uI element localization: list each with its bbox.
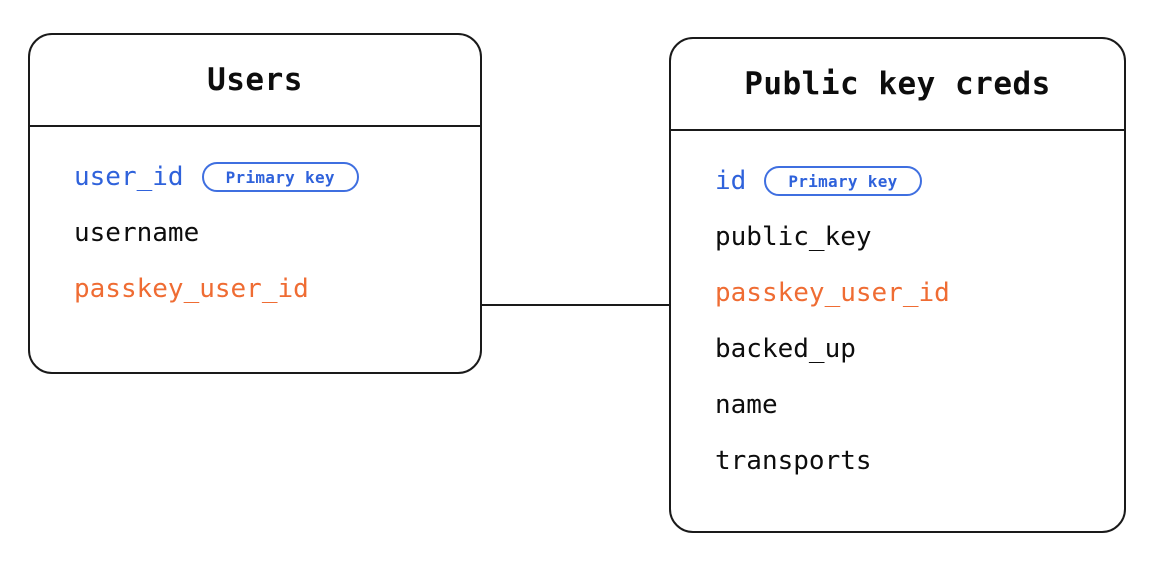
field-name-backed-up: backed_up	[715, 334, 856, 364]
field-name-user-id: user_id	[74, 162, 184, 192]
field-row-public-key[interactable]: public_key	[671, 209, 1124, 265]
entity-public-key-creds-title: Public key creds	[744, 66, 1051, 102]
field-row-user-id[interactable]: user_id Primary key	[30, 149, 480, 205]
field-row-username[interactable]: username	[30, 205, 480, 261]
field-name-passkey-user-id: passkey_user_id	[715, 278, 950, 308]
relationship-connector-line	[479, 304, 671, 306]
primary-key-badge-users: Primary key	[201, 162, 359, 192]
field-row-passkey-user-id[interactable]: passkey_user_id	[30, 261, 480, 317]
field-name-username: username	[74, 218, 200, 248]
entity-users-header: Users	[30, 35, 480, 127]
field-name-id: id	[715, 166, 747, 196]
entity-public-key-creds[interactable]: Public key creds id Primary key public_k…	[669, 37, 1126, 533]
entity-users[interactable]: Users user_id Primary key username passk…	[28, 33, 482, 374]
field-row-name[interactable]: name	[671, 377, 1124, 433]
entity-public-key-creds-fields: id Primary key public_key passkey_user_i…	[671, 131, 1124, 509]
entity-users-title: Users	[207, 62, 303, 98]
primary-key-badge-label: Primary key	[225, 167, 335, 187]
field-name-passkey-user-id: passkey_user_id	[74, 274, 309, 304]
field-row-id[interactable]: id Primary key	[671, 153, 1124, 209]
primary-key-badge-label: Primary key	[788, 171, 898, 191]
entity-users-fields: user_id Primary key username passkey_use…	[30, 127, 480, 337]
field-name-name: name	[715, 390, 778, 420]
field-row-passkey-user-id[interactable]: passkey_user_id	[671, 265, 1124, 321]
field-row-backed-up[interactable]: backed_up	[671, 321, 1124, 377]
field-row-transports[interactable]: transports	[671, 433, 1124, 489]
field-name-transports: transports	[715, 446, 872, 476]
primary-key-badge-public-key-creds: Primary key	[764, 166, 922, 196]
entity-public-key-creds-header: Public key creds	[671, 39, 1124, 131]
field-name-public-key: public_key	[715, 222, 872, 252]
